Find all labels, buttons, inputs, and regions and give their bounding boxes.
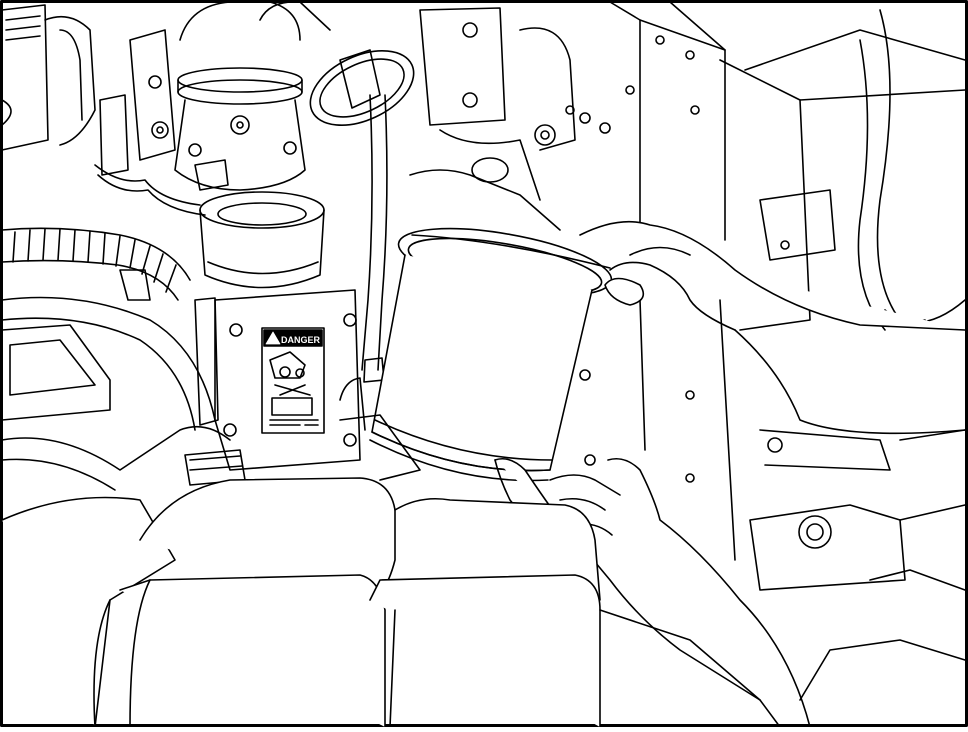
- upper-left-components: [1, 4, 206, 216]
- danger-signal-word: DANGER: [281, 335, 321, 345]
- left-tray: [1, 324, 246, 491]
- filter-housing: [194, 191, 361, 471]
- manifold-cluster: [259, 1, 576, 231]
- dipstick-tube: [361, 94, 388, 383]
- upper-hand: [579, 220, 966, 435]
- danger-warning-label: DANGER: [261, 327, 325, 434]
- center-lower-hose: [339, 377, 421, 481]
- foreground-housings: [1, 477, 966, 728]
- filter-element: [369, 227, 613, 482]
- corrugated-hoses-left: [1, 227, 216, 431]
- warning-triangle-icon: [265, 331, 281, 345]
- right-lower-mount: [749, 429, 966, 591]
- exhaust-elbow: [174, 1, 306, 191]
